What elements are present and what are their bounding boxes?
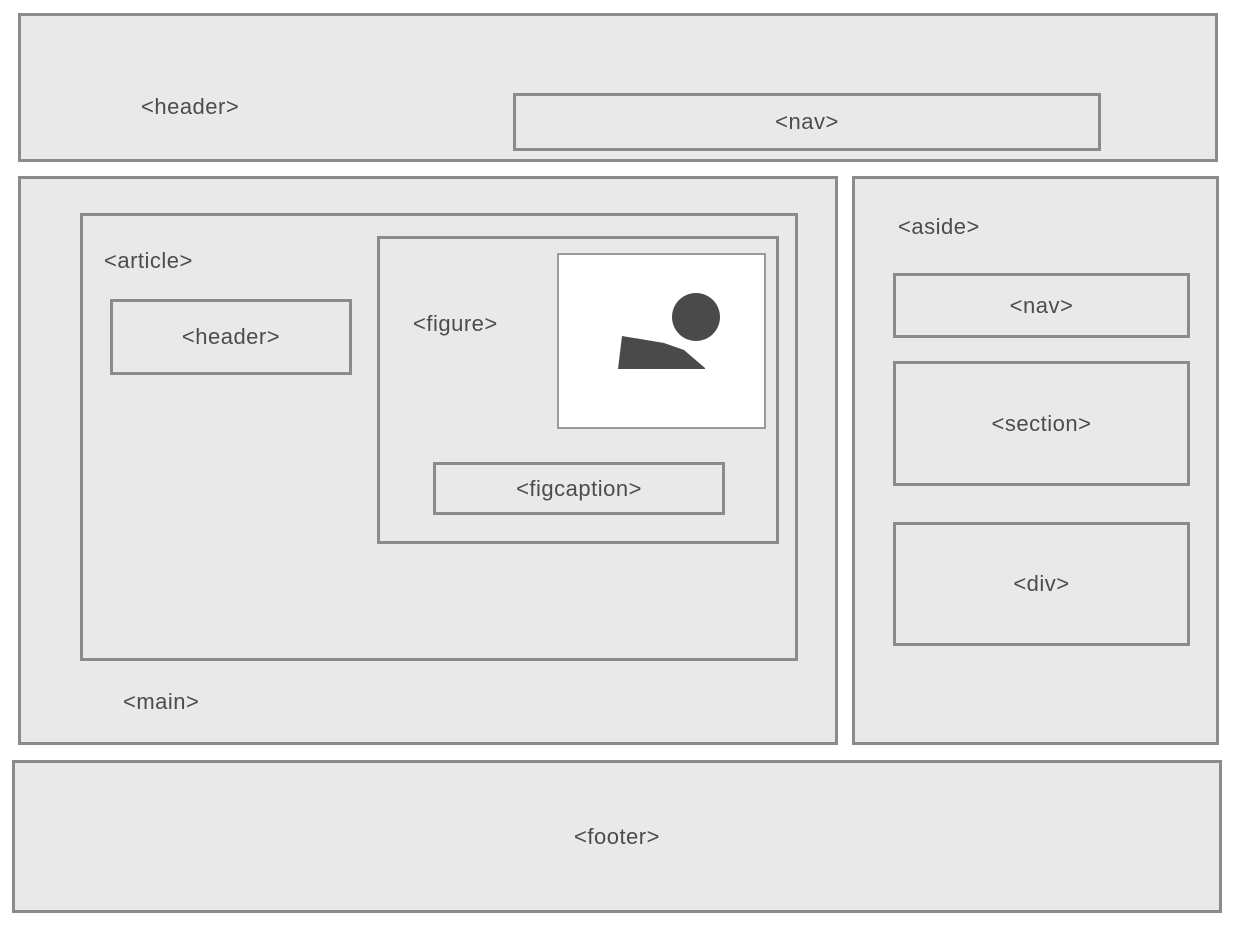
aside-box: <aside> <nav> <section> <div> bbox=[852, 176, 1219, 745]
article-label: <article> bbox=[104, 248, 193, 273]
header-nav-box: <nav> bbox=[513, 93, 1101, 151]
article-header-label: <header> bbox=[181, 324, 281, 349]
figure-label: <figure> bbox=[413, 311, 498, 336]
footer-box: <footer> bbox=[12, 760, 1222, 913]
aside-nav-label: <nav> bbox=[1009, 292, 1074, 318]
aside-section-box: <section> bbox=[893, 361, 1190, 486]
aside-div-box: <div> bbox=[893, 522, 1190, 646]
article-box: <article> <header> <figure> <figcaption> bbox=[80, 213, 798, 661]
aside-section-label: <section> bbox=[991, 410, 1092, 436]
figure-image-box bbox=[557, 253, 766, 429]
header-label: <header> bbox=[141, 94, 240, 119]
main-box: <main> <article> <header> <figure> <figc… bbox=[18, 176, 838, 745]
aside-label: <aside> bbox=[898, 214, 980, 239]
aside-div-label: <div> bbox=[1013, 571, 1070, 596]
article-header-box: <header> bbox=[110, 299, 352, 375]
aside-nav-box: <nav> bbox=[893, 273, 1190, 338]
figcaption-box: <figcaption> bbox=[433, 462, 725, 515]
figcaption-label: <figcaption> bbox=[516, 475, 642, 501]
main-label: <main> bbox=[123, 689, 200, 714]
footer-label: <footer> bbox=[574, 823, 660, 849]
header-box: <header> <nav> bbox=[18, 13, 1218, 162]
header-nav-label: <nav> bbox=[775, 109, 839, 134]
figure-box: <figure> <figcaption> bbox=[377, 236, 779, 544]
image-placeholder-icon bbox=[618, 293, 720, 369]
